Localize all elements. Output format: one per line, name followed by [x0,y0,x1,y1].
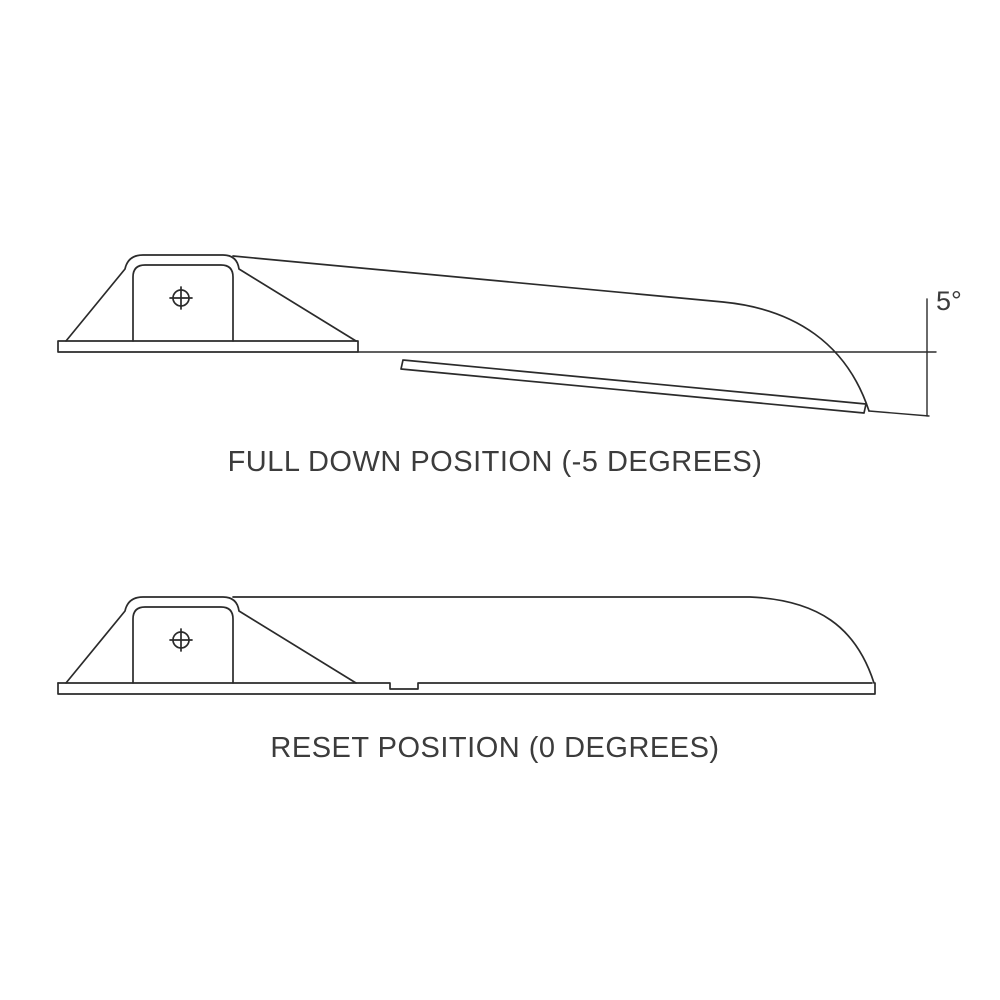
mount-housing-inner [132,606,234,684]
caption-full-down-position: FULL DOWN POSITION (-5 DEGREES) [227,446,763,478]
base-bottom-edge [57,682,876,695]
angle-dimension-lines [357,298,937,417]
reset-figure [57,596,876,695]
base-top-edge-with-notch [57,682,873,690]
mount-housing-inner [132,264,234,342]
flap-rail-strip [400,359,867,414]
mount-base-plate [57,340,359,353]
mount-bracket-outline [65,596,357,684]
full-down-figure: 5° [57,254,962,417]
angle-label: 5° [936,286,962,316]
caption-reset-position: RESET POSITION (0 DEGREES) [270,732,720,764]
screw-icon [169,628,193,652]
flap-blade-top-edge [232,596,875,684]
screw-icon [169,286,193,310]
mount-bracket-outline [65,254,357,342]
flap-blade-top-edge [232,255,870,412]
